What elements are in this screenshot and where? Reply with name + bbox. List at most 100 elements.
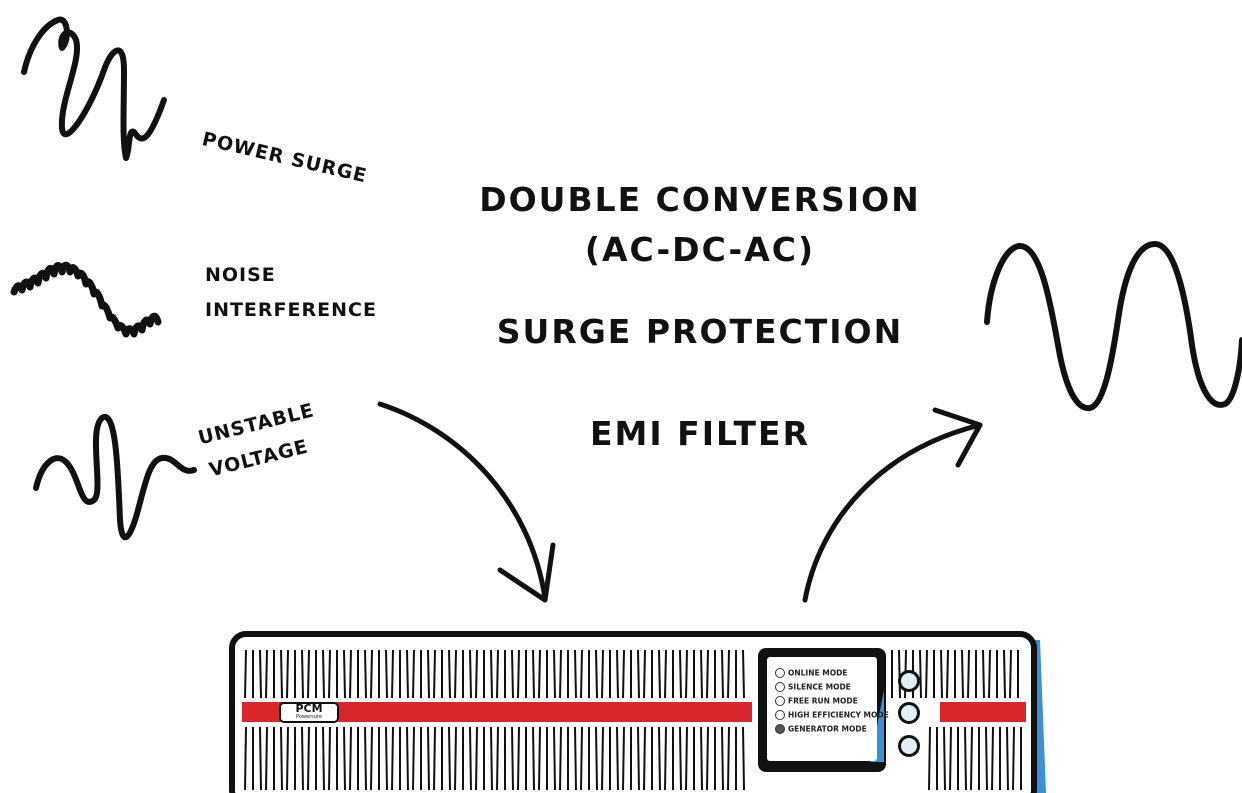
online-mode-icon — [775, 668, 785, 678]
vent-slat — [265, 726, 268, 791]
noise-label-line2: INTERFERENCE — [205, 299, 377, 321]
ups-brand-sub: Powersure — [296, 714, 322, 720]
ups-button-3[interactable] — [898, 735, 920, 757]
vent-slat — [301, 726, 304, 791]
vent-slat — [685, 726, 688, 791]
vent-slat — [433, 726, 436, 791]
vent-slat — [475, 649, 478, 699]
vent-slat — [574, 726, 577, 791]
vent-slat — [928, 726, 931, 791]
vent-slat — [412, 726, 415, 791]
vent-slat — [322, 726, 325, 791]
ups-button-1[interactable] — [898, 670, 920, 692]
vent-slat — [700, 726, 703, 791]
vent-slat — [307, 726, 310, 791]
ups-stripe-right — [940, 702, 1026, 722]
vent-slat — [469, 649, 472, 699]
vent-slat — [595, 726, 598, 791]
feature-ac-dc-ac: (AC-DC-AC) — [584, 230, 816, 269]
vent-slat — [721, 726, 724, 791]
output-arrow-icon — [802, 422, 983, 603]
vent-slat — [616, 726, 619, 791]
ups-button-2[interactable] — [898, 702, 920, 724]
vent-slat — [742, 649, 745, 699]
ups-stripe-left — [242, 702, 752, 722]
vent-slat — [349, 726, 352, 791]
vent-slat — [664, 649, 667, 699]
vent-slat — [244, 649, 247, 699]
display-mode-item: SILENCE MODE — [775, 682, 851, 692]
vent-slat — [637, 649, 640, 699]
vent-slat — [280, 726, 283, 791]
vent-slat — [412, 649, 415, 699]
vent-slat — [685, 649, 688, 699]
vent-slat — [322, 649, 325, 699]
input-arrow-head-icon — [497, 542, 556, 603]
vent-slat — [328, 726, 331, 791]
vent-slat — [559, 726, 562, 791]
vent-slat — [364, 649, 367, 699]
vent-slat — [286, 649, 289, 699]
vent-slat — [637, 726, 640, 791]
vent-slat — [1009, 649, 1012, 699]
vent-slat — [679, 649, 682, 699]
ups-brand: PCM — [295, 702, 323, 715]
vent-slat — [946, 649, 949, 699]
feature-double-conversion: DOUBLE CONVERSION — [479, 180, 921, 219]
vent-slat — [259, 726, 262, 791]
vent-slat — [706, 649, 709, 699]
vent-slat — [940, 649, 943, 699]
vent-slat — [490, 649, 493, 699]
vent-slat — [406, 649, 409, 699]
vent-slat — [964, 726, 967, 791]
vent-slat — [982, 649, 985, 699]
vent-slat — [370, 726, 373, 791]
vent-slat — [364, 726, 367, 791]
vent-slat — [517, 649, 520, 699]
vent-slat — [475, 726, 478, 791]
vent-slat — [385, 649, 388, 699]
vent-slat — [406, 726, 409, 791]
vent-slat — [925, 649, 928, 699]
vent-slat — [511, 649, 514, 699]
vent-slat — [280, 649, 283, 699]
vent-slat — [427, 649, 430, 699]
high-efficiency-mode-icon — [775, 710, 785, 720]
vent-slat — [343, 649, 346, 699]
vent-slat — [721, 649, 724, 699]
vent-slat — [706, 726, 709, 791]
vent-slat — [391, 726, 394, 791]
vent-slat — [532, 649, 535, 699]
vent-slat — [595, 649, 598, 699]
vent-slat — [265, 649, 268, 699]
vent-slat — [307, 649, 310, 699]
vent-slat — [469, 726, 472, 791]
vent-slat — [517, 726, 520, 791]
vent-slat — [553, 649, 556, 699]
vent-slat — [580, 726, 583, 791]
vent-slat — [601, 649, 604, 699]
ups-unit — [229, 631, 1046, 793]
display-mode-item: HIGH EFFICIENCY MODE — [775, 710, 889, 720]
vent-slat — [643, 649, 646, 699]
vent-slat — [328, 649, 331, 699]
vent-slat — [967, 649, 970, 699]
vent-slat — [727, 726, 730, 791]
vent-slat — [1012, 726, 1015, 791]
vent-slat — [454, 726, 457, 791]
vent-slat — [511, 726, 514, 791]
vent-slat — [664, 726, 667, 791]
vent-slat — [433, 649, 436, 699]
vent-slat — [727, 649, 730, 699]
vent-slat — [700, 649, 703, 699]
input-arrow-icon — [377, 401, 548, 601]
vent-slat — [991, 726, 994, 791]
vent-slat — [658, 649, 661, 699]
vent-slat — [259, 649, 262, 699]
vent-slat — [532, 726, 535, 791]
vent-slat — [658, 726, 661, 791]
vent-slat — [643, 726, 646, 791]
display-mode-item: GENERATOR MODE — [775, 724, 867, 734]
feature-surge-protection: SURGE PROTECTION — [496, 312, 904, 351]
noise-label-line1: NOISE — [205, 264, 276, 286]
